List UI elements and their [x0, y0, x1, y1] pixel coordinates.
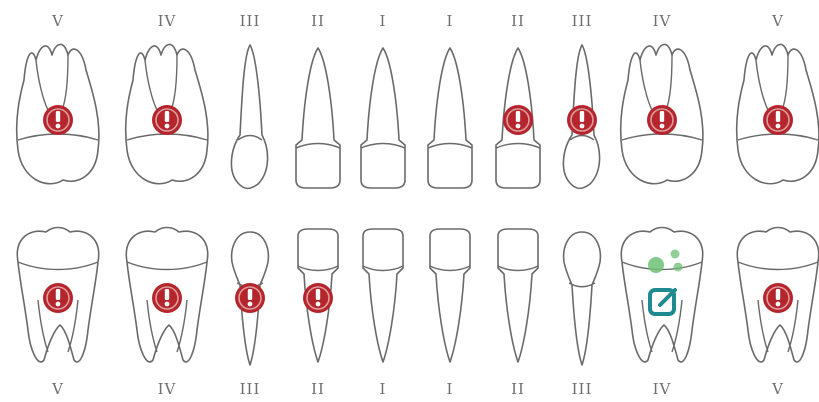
- alert-icon[interactable]: [152, 283, 182, 313]
- alert-icon[interactable]: [647, 105, 677, 135]
- alert-icon[interactable]: [43, 105, 73, 135]
- alert-icon[interactable]: [763, 283, 793, 313]
- upper-tooth-6[interactable]: [428, 48, 472, 188]
- alert-icon[interactable]: [503, 105, 533, 135]
- upper-tooth-8[interactable]: [563, 45, 599, 188]
- upper-tooth-7[interactable]: [496, 48, 540, 188]
- upper-tooth-2[interactable]: [126, 44, 208, 183]
- lower-tooth-1[interactable]: [17, 228, 98, 362]
- lower-tooth-3[interactable]: [232, 232, 269, 365]
- lower-tooth-4[interactable]: [298, 229, 338, 362]
- upper-tooth-3[interactable]: [231, 45, 267, 188]
- alert-icon[interactable]: [567, 105, 597, 135]
- alert-icon[interactable]: [303, 283, 333, 313]
- lower-tooth-8[interactable]: [564, 232, 601, 365]
- lower-tooth-10[interactable]: [737, 228, 818, 362]
- alert-icon[interactable]: [43, 283, 73, 313]
- lower-tooth-6[interactable]: [430, 229, 470, 362]
- upper-tooth-4[interactable]: [296, 48, 340, 188]
- alert-icon[interactable]: [235, 283, 265, 313]
- lower-tooth-7[interactable]: [498, 229, 538, 362]
- lower-tooth-2[interactable]: [126, 228, 207, 362]
- upper-tooth-5[interactable]: [361, 48, 405, 188]
- lower-tooth-5[interactable]: [363, 229, 403, 362]
- upper-tooth-10[interactable]: [737, 44, 819, 183]
- upper-tooth-1[interactable]: [17, 44, 99, 183]
- alert-icon[interactable]: [763, 105, 793, 135]
- lower-tooth-9[interactable]: [621, 228, 702, 362]
- alert-icon[interactable]: [152, 105, 182, 135]
- upper-tooth-9[interactable]: [621, 44, 703, 183]
